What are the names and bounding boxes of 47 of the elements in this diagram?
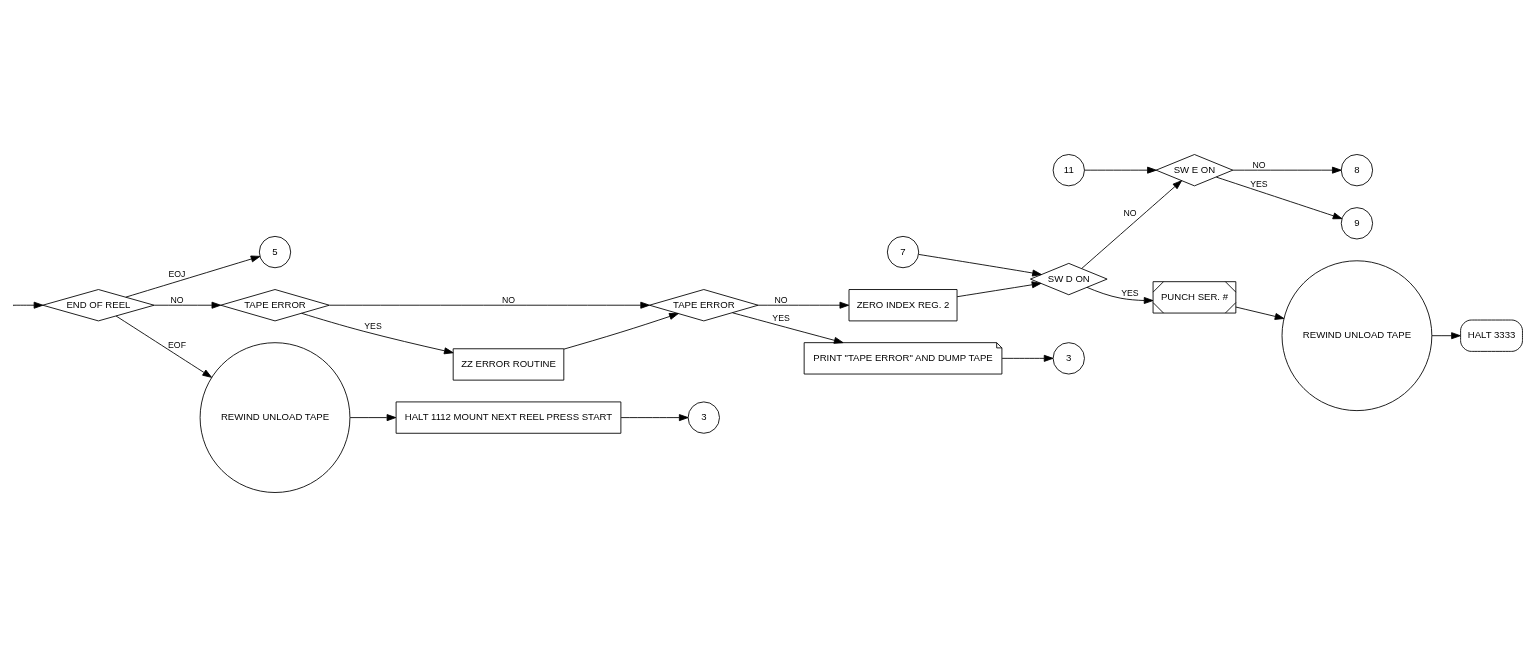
arrow bbox=[1001, 354, 1054, 362]
node-box: ZERO INDEX REG. 2 bbox=[848, 288, 958, 321]
edge-label: NO bbox=[170, 294, 184, 305]
node-circle: 3 bbox=[687, 401, 720, 434]
node-diamond: TAPE ERROR bbox=[220, 288, 330, 321]
edge-label: YES bbox=[1121, 287, 1139, 298]
arrow bbox=[563, 312, 679, 350]
arrow bbox=[1215, 176, 1343, 219]
node-circle: 11 bbox=[1052, 153, 1085, 186]
node-diamond: SW E ON bbox=[1155, 153, 1234, 186]
node-circle: 8 bbox=[1340, 153, 1374, 186]
arrow bbox=[301, 312, 454, 354]
arrow bbox=[956, 280, 1042, 297]
arrow bbox=[115, 315, 212, 378]
edge-label: NO bbox=[1252, 159, 1266, 170]
arrow bbox=[329, 301, 650, 309]
edge-label: EOJ bbox=[168, 268, 186, 279]
arrow bbox=[732, 311, 844, 344]
node-box: ZZ ERROR ROUTINE bbox=[452, 347, 565, 381]
arrow bbox=[1084, 166, 1157, 174]
arrow bbox=[349, 413, 397, 421]
arrow bbox=[13, 301, 44, 309]
edge-label: YES bbox=[1250, 178, 1268, 189]
arrow bbox=[1235, 306, 1285, 320]
arrow bbox=[153, 301, 222, 309]
edge-label: NO bbox=[774, 294, 788, 305]
node-circle: 9 bbox=[1340, 206, 1374, 239]
node-diamond: END OF REEL bbox=[42, 288, 155, 321]
edge-label: NO bbox=[1123, 207, 1137, 218]
node-box: HALT 1112 MOUNT NEXT REEL PRESS START bbox=[395, 401, 622, 434]
arrow bbox=[1086, 286, 1154, 304]
node-circle: 3 bbox=[1052, 341, 1085, 374]
node-circle: 7 bbox=[886, 235, 920, 268]
arrow bbox=[918, 253, 1042, 276]
node-box: HALT 3333 bbox=[1460, 319, 1523, 352]
arrow bbox=[1431, 331, 1461, 339]
edge-label: NO bbox=[501, 294, 516, 305]
arrow bbox=[757, 301, 850, 309]
arrow bbox=[1081, 179, 1183, 269]
edge-label: YES bbox=[364, 320, 382, 331]
node-circle: REWIND UNLOAD TAPE bbox=[1281, 259, 1433, 411]
edge-label: YES bbox=[772, 312, 790, 323]
arrow bbox=[1232, 166, 1342, 174]
arrow bbox=[620, 413, 689, 421]
node-circle: 5 bbox=[258, 235, 292, 268]
arrow bbox=[125, 255, 261, 298]
edge-label: EOF bbox=[168, 339, 186, 350]
